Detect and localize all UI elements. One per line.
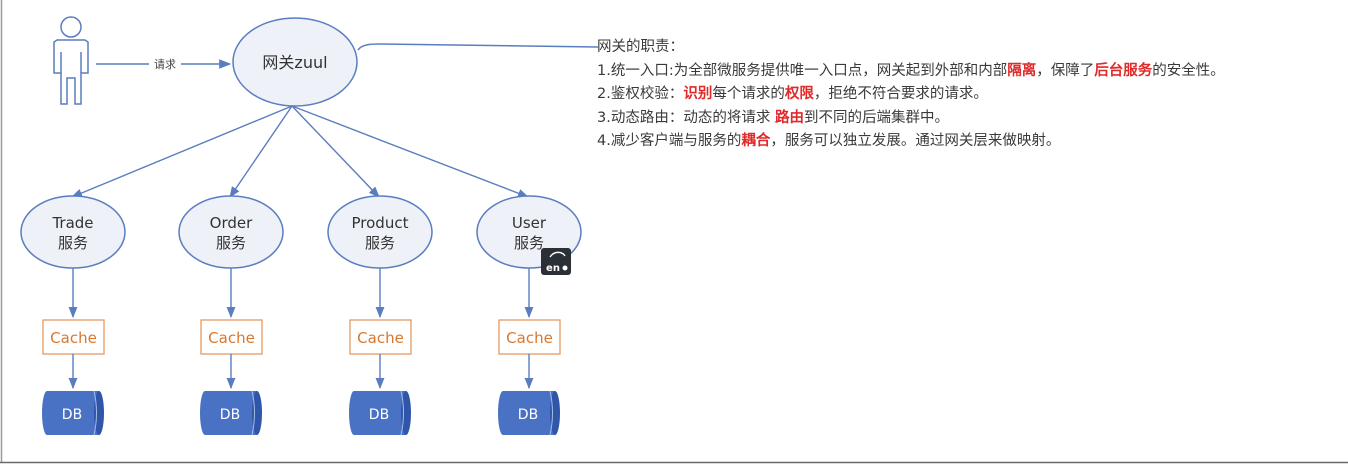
cache-label: Cache — [357, 329, 404, 347]
request-label-bg — [149, 56, 181, 71]
gateway-to-product-arrow — [291, 105, 380, 198]
responsibility-text: 的安全性。 — [1152, 62, 1225, 79]
cache-label: Cache — [208, 329, 255, 347]
cache-box — [42, 319, 105, 355]
responsibility-item: 1.统一入口:为全部微服务提供唯一入口点，网关起到外部和内部隔离，保障了后台服务… — [597, 60, 1225, 84]
responsibility-text: 2.鉴权校验： — [597, 86, 684, 102]
service-column-trade: Trade 服务 Cache DB — [20, 195, 126, 436]
db-label: DB — [220, 407, 240, 423]
responsibility-text: 每个请求的 — [712, 86, 785, 102]
service-column-order: Order 服务 Cache DB — [178, 195, 284, 436]
highlight-keyword: 隔离 — [1007, 62, 1037, 79]
cache-box — [498, 319, 561, 355]
notes-connector — [357, 43, 599, 51]
responsibility-item: 4.减少客户端与服务的耦合，服务可以独立发展。通过网关层来做映射。 — [597, 130, 1225, 154]
translate-badge[interactable]: en — [541, 248, 571, 275]
service-suffix: 服务 — [58, 234, 88, 252]
user-icon — [53, 16, 89, 105]
gateway-to-trade-arrow — [70, 105, 293, 198]
service-node — [327, 195, 433, 269]
db-cylinder — [349, 390, 411, 436]
db-cylinder — [498, 390, 560, 436]
service-column-product: Product 服务 Cache DB — [327, 195, 433, 436]
translate-icon — [549, 251, 566, 258]
cache-box — [349, 319, 412, 355]
gateway-to-order-arrow — [229, 105, 293, 198]
service-name: Trade — [51, 214, 93, 232]
service-suffix: 服务 — [216, 234, 246, 252]
db-label: DB — [518, 407, 538, 423]
service-node — [178, 195, 284, 269]
responsibility-text: 4.减少客户端与服务的 — [597, 133, 742, 149]
responsibility-text: ，服务可以独立发展。通过网关层来做映射。 — [770, 133, 1061, 149]
responsibility-text: ，保障了 — [1036, 62, 1095, 79]
responsibility-text: 到不同的后端集群中。 — [803, 109, 949, 126]
responsibility-text: ，拒绝不符合要求的请求。 — [813, 86, 988, 102]
service-name: Order — [210, 214, 253, 232]
responsibility-text: 1.统一入口:为全部微服务提供唯一入口点，网关起到外部和内部 — [597, 62, 1008, 79]
cache-label: Cache — [50, 329, 97, 347]
service-suffix: 服务 — [365, 234, 395, 252]
service-name: Product — [352, 214, 409, 232]
highlight-keyword: 识别 — [683, 86, 713, 102]
service-suffix: 服务 — [514, 234, 544, 252]
responsibility-item: 3.动态路由：动态的将请求 路由到不同的后端集群中。 — [597, 107, 1225, 131]
highlight-keyword: 后台服务 — [1094, 62, 1153, 79]
responsibility-text: 3.动态路由：动态的将请求 — [597, 109, 775, 126]
service-name: User — [512, 214, 547, 232]
service-node — [20, 195, 126, 269]
db-cylinder — [200, 390, 262, 436]
request-label: 请求 — [154, 58, 176, 71]
highlight-keyword: 路由 — [774, 109, 804, 126]
db-cylinder — [42, 390, 104, 436]
gateway-node — [232, 17, 358, 107]
db-label: DB — [62, 407, 82, 423]
gateway-to-user-arrow — [291, 105, 530, 198]
highlight-keyword: 权限 — [784, 86, 814, 102]
translate-badge-label: en — [546, 263, 560, 274]
responsibilities-title: 网关的职责： — [597, 39, 684, 55]
gateway-responsibilities: 网关的职责： 1.统一入口:为全部微服务提供唯一入口点，网关起到外部和内部隔离，… — [597, 36, 1225, 154]
cache-box — [200, 319, 263, 355]
highlight-keyword: 耦合 — [741, 133, 771, 149]
responsibility-item: 2.鉴权校验：识别每个请求的权限，拒绝不符合要求的请求。 — [597, 83, 1225, 107]
gateway-label: 网关zuul — [262, 53, 327, 72]
service-column-user: User 服务 Cache DB — [476, 195, 582, 436]
db-label: DB — [369, 407, 389, 423]
cache-label: Cache — [506, 329, 553, 347]
